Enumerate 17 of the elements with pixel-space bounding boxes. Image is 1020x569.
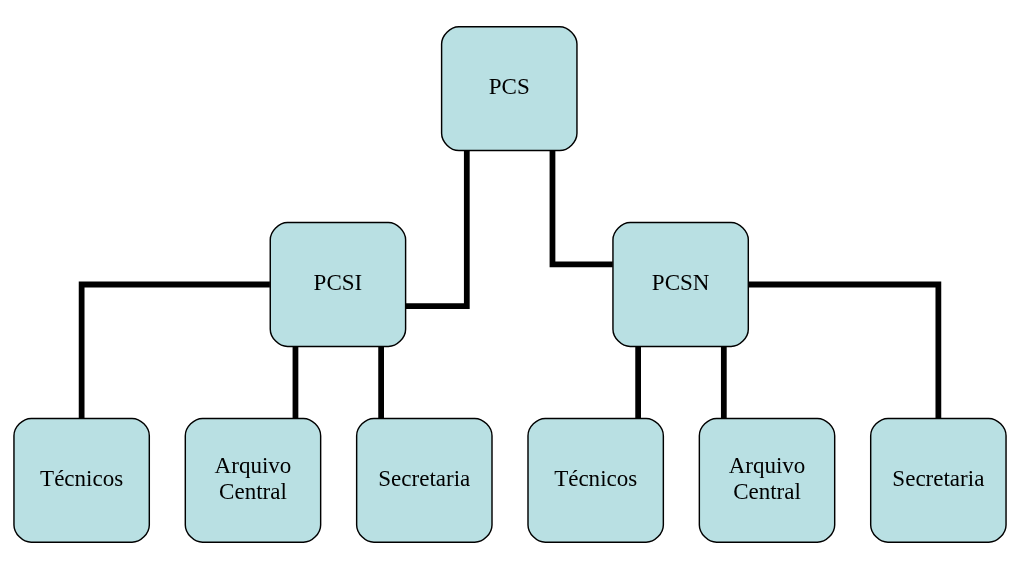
node-box: Arquivo Central: [698, 417, 836, 543]
connector: [292, 346, 299, 419]
connector: [549, 150, 613, 268]
node-box: PCS: [440, 26, 578, 152]
connector: [405, 151, 470, 309]
node-box: Técnicos: [527, 417, 665, 543]
node-box: Secretaria: [355, 417, 493, 543]
node-box: PCSI: [269, 221, 407, 348]
connector: [378, 346, 384, 419]
connector: [720, 346, 727, 419]
node-box: Arquivo Central: [184, 417, 322, 543]
connector: [78, 281, 270, 419]
node-box: PCSN: [612, 221, 749, 348]
node-box: Secretaria: [869, 417, 1007, 543]
node-box: Técnicos: [13, 417, 151, 543]
connector: [635, 346, 642, 419]
connector: [748, 281, 942, 419]
